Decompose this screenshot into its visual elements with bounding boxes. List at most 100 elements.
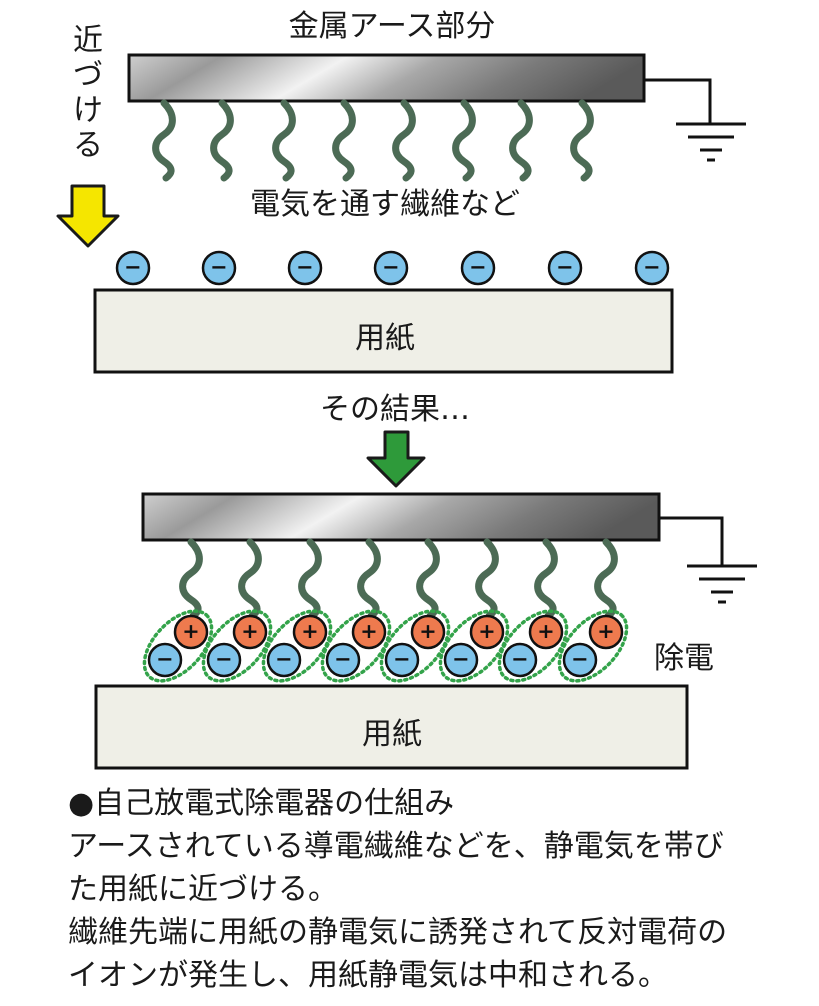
svg-text:−: − (275, 647, 292, 671)
svg-text:−: − (469, 255, 486, 279)
positive-ion: + (292, 614, 328, 650)
approach-char-4: る (73, 128, 103, 163)
positive-ion: + (528, 614, 564, 650)
negative-ion: − (206, 642, 242, 678)
pair-outline (497, 609, 569, 683)
svg-text:−: − (393, 647, 410, 671)
svg-text:+: + (360, 619, 377, 643)
negative-ion: − (443, 642, 479, 678)
caption: ●自己放電式除電器の仕組み アースされている導電繊維などを、静電気を帯び た用紙… (68, 782, 808, 997)
ground-symbol-top (644, 78, 746, 162)
pair-outline (557, 609, 629, 683)
caption-title: ●自己放電式除電器の仕組み (68, 786, 455, 821)
svg-text:−: − (156, 647, 173, 671)
svg-text:+: + (301, 619, 318, 643)
svg-text:−: − (334, 647, 351, 671)
fiber-top-4 (332, 99, 356, 182)
approach-char-3: け (73, 93, 103, 128)
conductive-fibers-bottom (179, 538, 618, 620)
ion-pair-4: −+ (320, 609, 392, 683)
fiber-bottom-8 (594, 538, 618, 620)
ground-part-label: 金属アース部分 (289, 9, 496, 44)
fiber-top-6 (452, 99, 476, 182)
ion-pair-3: −+ (261, 609, 333, 683)
svg-text:−: − (511, 647, 528, 671)
approach-label: 近 づ け る (73, 23, 103, 163)
svg-text:−: − (452, 647, 469, 671)
positive-ion: + (351, 614, 387, 650)
ion-pairs-bottom: −+−+−+−+−+−+−+−+ (142, 609, 629, 683)
fiber-bottom-6 (475, 538, 499, 620)
fiber-bottom-2 (238, 538, 262, 620)
positive-ion: + (469, 614, 505, 650)
caption-line-4: イオンが発生し、用紙静電気は中和される。 (68, 958, 668, 993)
negative-ion: − (147, 642, 183, 678)
negative-ion-5: − (460, 250, 496, 286)
fiber-bottom-7 (534, 538, 558, 620)
pair-outline (201, 609, 273, 683)
caption-line-1: アースされている導電繊維などを、静電気を帯び (68, 829, 724, 864)
positive-ion: + (173, 614, 209, 650)
metal-ground-bar-bottom (141, 492, 661, 542)
negative-ion-7: − (634, 250, 670, 286)
ion-pair-6: −+ (438, 609, 510, 683)
metal-ground-bar-top (127, 53, 646, 103)
result-arrow-icon (366, 430, 426, 488)
pair-outline (261, 609, 333, 683)
fiber-bottom-3 (298, 538, 322, 620)
paper-label-top: 用紙 (355, 321, 415, 356)
fiber-bottom-1 (179, 538, 203, 620)
fiber-top-5 (392, 99, 416, 182)
negative-ion: − (325, 642, 361, 678)
fiber-top-1 (152, 99, 176, 182)
negative-ion: − (266, 642, 302, 678)
svg-text:+: + (537, 619, 554, 643)
pair-outline (320, 609, 392, 683)
negative-ion-6: − (547, 250, 583, 286)
fiber-top-3 (272, 99, 296, 182)
paper-sheet-top (93, 288, 674, 374)
ground-symbol-bottom (659, 516, 757, 604)
fiber-top-2 (210, 99, 234, 182)
caption-line-3: 繊維先端に用紙の静電気に誘発されて反対電荷の (68, 915, 728, 950)
fiber-top-8 (570, 99, 594, 182)
fibers-label: 電気を通す繊維など (250, 187, 520, 222)
svg-text:−: − (571, 647, 588, 671)
svg-text:−: − (382, 255, 399, 279)
negative-ion-4: − (373, 250, 409, 286)
ion-pair-2: −+ (201, 609, 273, 683)
negative-ion-2: − (201, 250, 237, 286)
positive-ion: + (232, 614, 268, 650)
svg-text:+: + (478, 619, 495, 643)
svg-text:−: − (643, 255, 660, 279)
approach-char-2: づ (73, 58, 103, 93)
svg-text:−: − (215, 647, 232, 671)
neutralize-label: 除電 (654, 641, 714, 676)
svg-text:+: + (419, 619, 436, 643)
fiber-bottom-4 (357, 538, 381, 620)
conductive-fibers-top (152, 99, 594, 182)
svg-text:+: + (241, 619, 258, 643)
caption-line-2: た用紙に近づける。 (68, 872, 338, 907)
svg-text:−: − (210, 255, 227, 279)
fiber-bottom-5 (416, 538, 440, 620)
negative-ions-top: −−−−−−− (115, 250, 670, 286)
approach-char-1: 近 (73, 23, 103, 58)
positive-ion: + (410, 614, 446, 650)
negative-ion-3: − (287, 250, 323, 286)
pair-outline (438, 609, 510, 683)
negative-ion: − (502, 642, 538, 678)
negative-ion-1: − (115, 250, 151, 286)
ion-pair-7: −+ (497, 609, 569, 683)
paper-sheet-bottom (94, 684, 689, 770)
result-label: その結果… (320, 392, 470, 427)
positive-ion: + (588, 614, 624, 650)
svg-text:−: − (556, 255, 573, 279)
svg-text:+: + (597, 619, 614, 643)
approach-arrow-icon (56, 184, 120, 248)
svg-text:−: − (296, 255, 313, 279)
pair-outline (379, 609, 451, 683)
negative-ion: − (562, 642, 598, 678)
paper-label-bottom: 用紙 (362, 717, 422, 752)
